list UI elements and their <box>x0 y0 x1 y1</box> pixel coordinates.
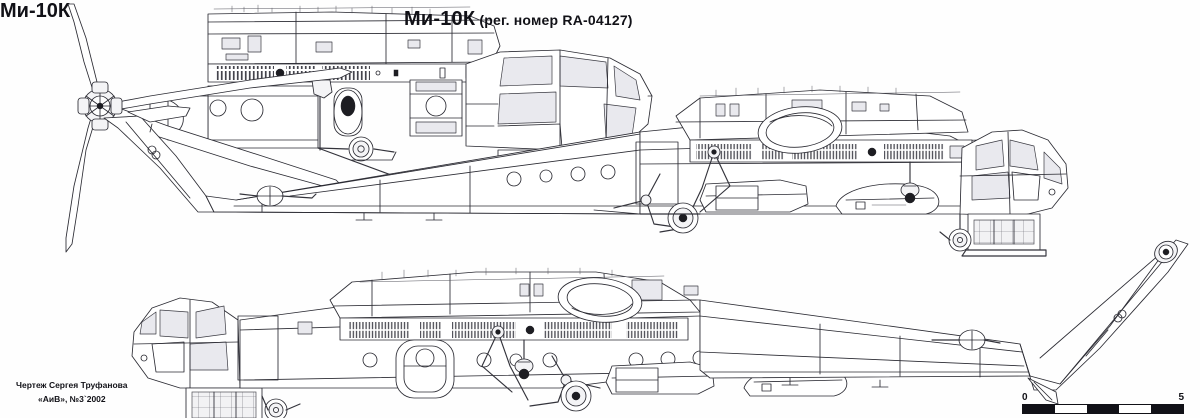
view-side-nose-right <box>65 3 1069 257</box>
lower-main-landing-gear <box>481 325 601 412</box>
credit-block: Чертеж Сергея Труфанова «АиВ», №3`2002 <box>16 378 128 406</box>
lower-cargo-winch <box>514 339 534 380</box>
scale-seg-1 <box>1023 405 1055 413</box>
tail-boom-fitting <box>239 185 317 207</box>
scale-bar-graphic <box>1022 404 1184 414</box>
lower-tail-boom-fitting <box>931 329 1001 351</box>
scale-bar-labels: 0 5 <box>1022 392 1184 404</box>
lower-rotor-mast-fairing <box>557 277 643 323</box>
view1-wheel <box>348 136 374 162</box>
scale-label-end: 5 <box>1178 392 1184 403</box>
scale-bar: 0 5 <box>1022 392 1184 414</box>
view-side-nose-left <box>131 239 1189 418</box>
rotor-mast-fairing <box>757 106 843 154</box>
scale-label-start: 0 <box>1022 392 1028 403</box>
lower-tail-rotor-head <box>1154 240 1178 264</box>
tail-rotor-hub <box>77 81 123 131</box>
lower-view-title: Ми-10К <box>0 0 71 22</box>
scale-seg-4 <box>1119 405 1151 413</box>
credit-author: Чертеж Сергея Труфанова <box>16 380 128 390</box>
cargo-winch <box>900 161 920 204</box>
page-title-registration: (рег. номер RA-04127) <box>475 12 633 28</box>
page-title-model: Ми-10К <box>404 8 476 30</box>
nose-gear-wheel <box>948 228 972 252</box>
main-landing-gear <box>613 145 731 234</box>
scale-seg-5 <box>1151 405 1183 413</box>
credit-publication: «АиВ», №3`2002 <box>38 394 106 404</box>
scale-seg-2 <box>1055 405 1087 413</box>
scale-seg-3 <box>1087 405 1119 413</box>
page-title: Ми-10К (рег. номер RA-04127) <box>404 8 633 31</box>
cargo-door <box>395 339 455 399</box>
lower-nose-gear-wheel <box>264 398 288 418</box>
